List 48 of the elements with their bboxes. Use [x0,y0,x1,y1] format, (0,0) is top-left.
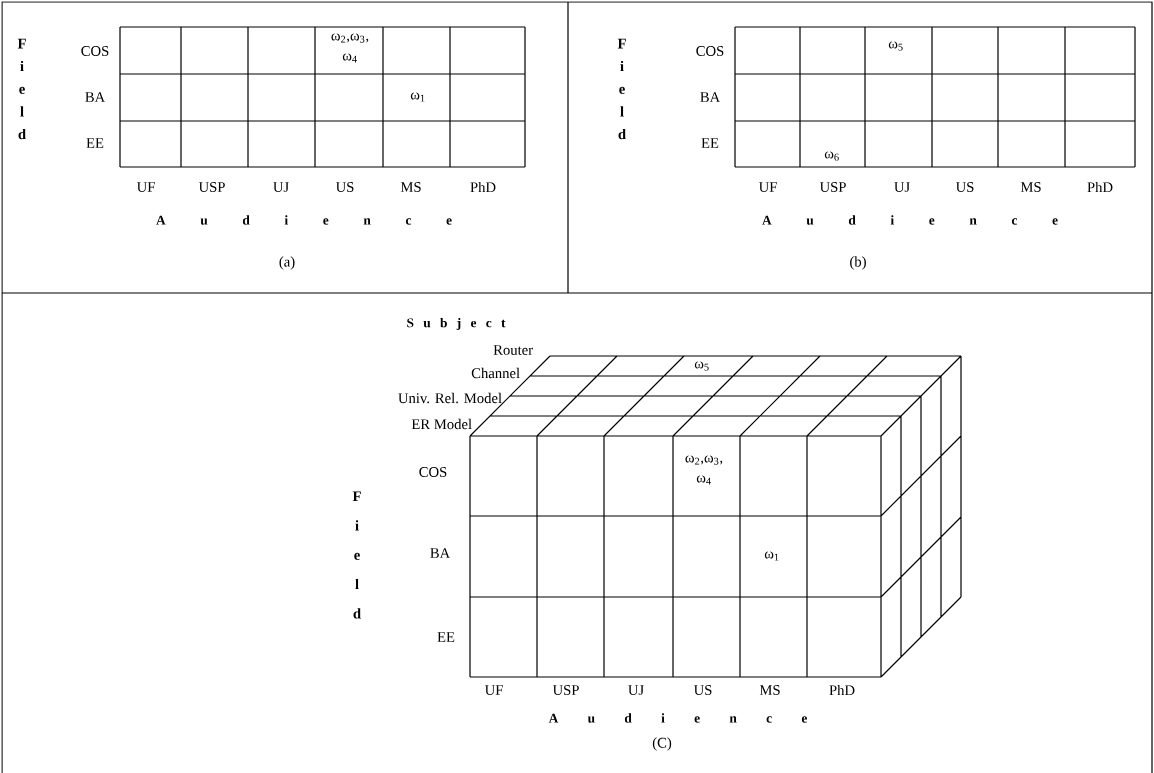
row-label: COS [81,46,109,56]
axis-label: Field [352,491,361,619]
axis-label: A u d i e n c e [762,215,1058,225]
row-label: COS [696,46,724,56]
column-label: UJ [894,182,910,192]
row-label: COS [419,467,447,477]
row-label: BA [85,92,106,102]
column-label: MS [400,182,421,192]
cell-value: ω$_{1}$ [764,551,779,561]
row-label: EE [86,138,104,148]
column-label: PhD [1087,181,1113,193]
panel-label: (b) [850,256,866,270]
column-label: UF [484,685,503,695]
cell-value: ω$_{2}$,ω$_{3}$, ω$_{4}$ [331,33,369,63]
panel-label: (a) [279,256,295,270]
row-label: Univ. Rel. Model [398,392,502,404]
column-label: USP [198,182,225,192]
axis-label: Field [617,38,626,140]
column-label: UJ [273,182,289,192]
row-label: Channel [471,367,520,379]
cell-value: ω$_{6}$ [824,151,839,161]
panel-label: (C) [652,737,672,751]
row-label: EE [701,138,719,148]
cell-value: ω$_{1}$ [410,92,425,102]
column-label: US [693,685,712,695]
cell-value: ω$_{5}$ [694,361,709,371]
column-label: UJ [628,685,644,695]
column-label: USP [819,182,846,192]
row-label: BA [700,92,721,102]
column-label: MS [759,685,780,695]
column-label: MS [1020,182,1041,192]
cell-value: ω$_{2}$,ω$_{3}$, ω$_{4}$ [685,455,723,485]
column-label: PhD [829,684,855,696]
row-label: BA [430,548,451,558]
column-label: UF [758,182,777,192]
axis-label: A u d i e n c e [156,215,452,225]
row-label: Router [493,345,533,355]
axis-label: Field [17,38,26,140]
column-label: US [955,182,974,192]
row-label: EE [437,632,455,642]
column-label: US [335,182,354,192]
axis-label: A u d i e n c e [548,713,807,723]
column-label: UF [136,182,155,192]
row-label: ER Model [411,418,472,430]
column-label: USP [552,685,579,695]
column-label: PhD [470,181,496,193]
cell-value: ω$_{5}$ [888,41,903,51]
axis-label: S u b j e c t [407,317,506,331]
